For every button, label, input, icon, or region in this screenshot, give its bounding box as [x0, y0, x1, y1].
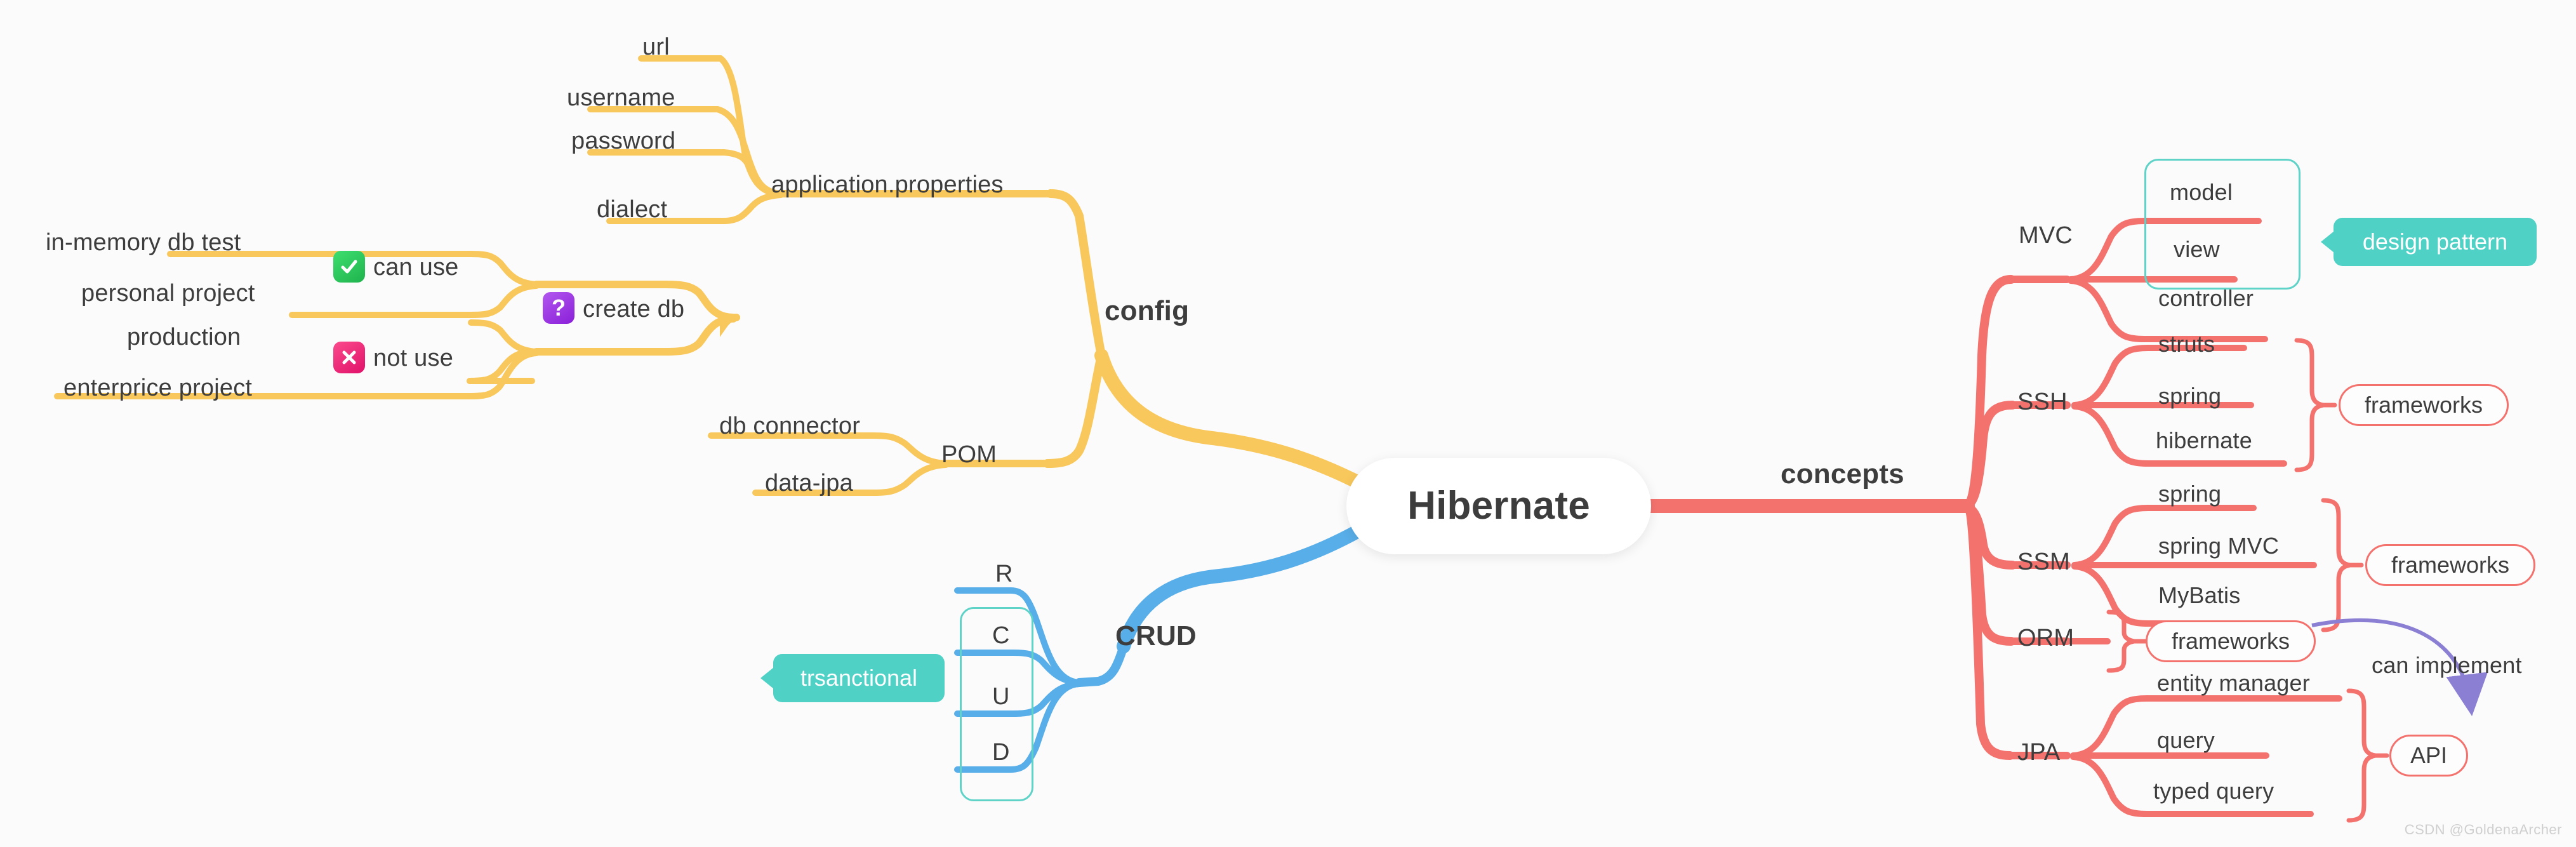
node-crud-c[interactable]: C: [992, 622, 1010, 649]
mvc-design-pattern-group-outline: [2144, 159, 2300, 290]
node-ssm[interactable]: SSM: [2017, 549, 2070, 575]
branch-label-concepts[interactable]: concepts: [1781, 458, 1904, 490]
node-crud-u[interactable]: U: [992, 683, 1010, 710]
note-ssh-frameworks[interactable]: frameworks: [2339, 384, 2509, 426]
node-mvc[interactable]: MVC: [2019, 222, 2073, 249]
node-spring-mvc[interactable]: spring MVC: [2158, 533, 2280, 559]
node-query[interactable]: query: [2157, 727, 2215, 753]
question-badge-icon: ?: [543, 292, 574, 324]
node-view[interactable]: view: [2174, 236, 2220, 262]
node-enterprice-project[interactable]: enterprice project: [63, 375, 253, 401]
node-struts[interactable]: struts: [2158, 331, 2215, 357]
node-in-memory-db-test[interactable]: in-memory db test: [46, 229, 241, 256]
node-mybatis[interactable]: MyBatis: [2158, 582, 2241, 608]
check-badge-icon: [333, 251, 365, 283]
node-can-use[interactable]: can use: [373, 254, 459, 281]
branch-label-crud[interactable]: CRUD: [1115, 620, 1197, 651]
node-password[interactable]: password: [571, 128, 676, 154]
node-application-properties[interactable]: application.properties: [771, 171, 1004, 198]
watermark: CSDN @GoldenaArcher: [2404, 822, 2562, 837]
node-crud-r[interactable]: R: [995, 561, 1013, 587]
branch-label-config[interactable]: config: [1105, 295, 1190, 326]
cross-badge-icon: [333, 342, 365, 373]
node-pom[interactable]: POM: [941, 441, 997, 468]
node-entity-manager[interactable]: entity manager: [2157, 670, 2310, 696]
node-ssh-hibernate[interactable]: hibernate: [2156, 427, 2252, 453]
node-ssm-spring[interactable]: spring: [2158, 481, 2222, 507]
node-create-db[interactable]: create db: [583, 296, 685, 323]
note-orm-frameworks[interactable]: frameworks: [2146, 620, 2316, 662]
node-not-use[interactable]: not use: [373, 345, 454, 371]
note-ssm-frameworks[interactable]: frameworks: [2365, 544, 2535, 586]
node-model[interactable]: model: [2170, 179, 2233, 205]
relation-label-can-implement: can implement: [2372, 652, 2522, 678]
note-trsanctional[interactable]: trsanctional: [773, 654, 945, 702]
node-production[interactable]: production: [127, 324, 241, 350]
node-crud-d[interactable]: D: [992, 739, 1010, 766]
crud-transactional-group-outline: [960, 607, 1033, 801]
note-jpa-api[interactable]: API: [2389, 735, 2468, 777]
node-ssh[interactable]: SSH: [2017, 389, 2068, 415]
node-personal-project[interactable]: personal project: [81, 280, 255, 307]
node-db-connector[interactable]: db connector: [719, 413, 861, 439]
question-badge-glyph: ?: [552, 295, 566, 321]
node-username[interactable]: username: [567, 84, 675, 111]
node-jpa[interactable]: JPA: [2017, 739, 2061, 766]
node-typed-query[interactable]: typed query: [2153, 778, 2274, 804]
note-design-pattern[interactable]: design pattern: [2334, 218, 2537, 266]
node-controller[interactable]: controller: [2158, 285, 2254, 311]
node-ssh-spring[interactable]: spring: [2158, 383, 2222, 409]
node-url[interactable]: url: [642, 34, 670, 60]
center-node[interactable]: Hibernate: [1346, 458, 1651, 554]
node-orm[interactable]: ORM: [2017, 625, 2075, 651]
node-data-jpa[interactable]: data-jpa: [765, 470, 853, 497]
center-node-label: Hibernate: [1407, 484, 1590, 528]
node-dialect[interactable]: dialect: [597, 196, 668, 223]
